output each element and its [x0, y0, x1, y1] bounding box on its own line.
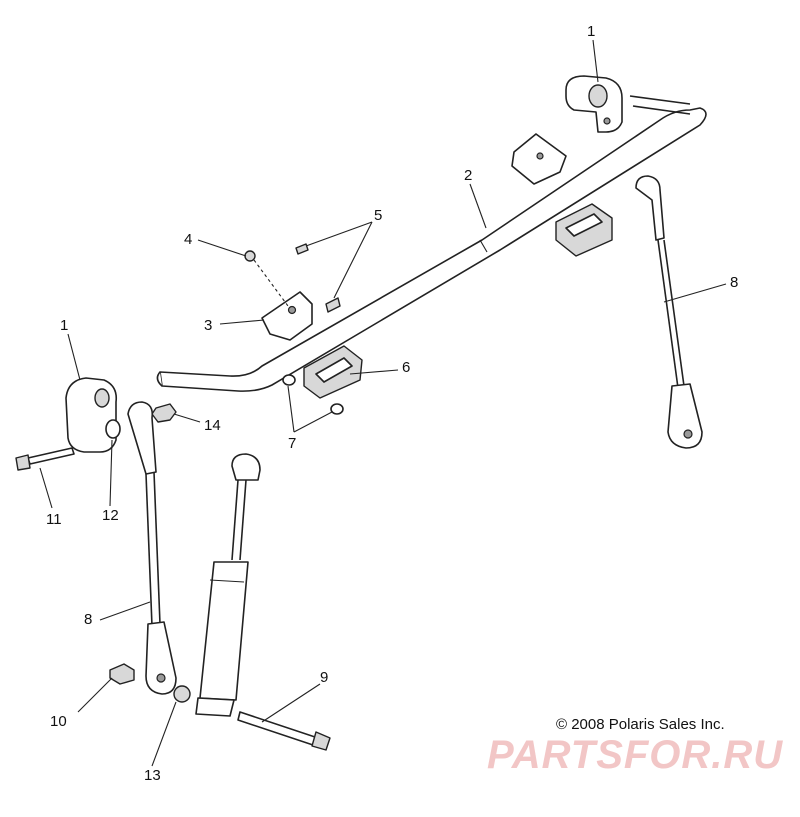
nut-part-10 — [109, 663, 135, 685]
washer-part-12 — [105, 419, 121, 439]
callout-10: 10 — [50, 713, 67, 730]
callout-1-left: 1 — [60, 317, 68, 334]
callout-13: 13 — [144, 767, 161, 784]
bolt-part-9 — [237, 711, 331, 751]
callout-3: 3 — [204, 317, 212, 334]
copyright-text: © 2008 Polaris Sales Inc. — [556, 716, 725, 733]
callout-4: 4 — [184, 231, 192, 248]
bolt-part-5-lower — [325, 297, 341, 313]
spacer-part-13 — [173, 685, 191, 703]
washer-part-7-a — [282, 374, 296, 386]
callout-6: 6 — [402, 359, 410, 376]
bushing-top — [565, 75, 623, 133]
callout-9: 9 — [320, 669, 328, 686]
nut-part-14 — [151, 403, 177, 423]
link-rod-right — [635, 175, 703, 449]
callout-5: 5 — [374, 207, 382, 224]
shock-absorber — [195, 453, 261, 717]
callout-2: 2 — [464, 167, 472, 184]
washer-part-7-b — [330, 403, 344, 415]
bushing-left — [65, 377, 118, 453]
clamp-right — [555, 203, 613, 257]
callout-1-top: 1 — [587, 23, 595, 40]
leader-lines — [39, 39, 727, 767]
bracket-upper — [511, 133, 567, 185]
nut-part-4 — [244, 250, 289, 307]
callout-11: 11 — [46, 511, 62, 528]
stabilizer-bar — [156, 95, 707, 392]
callout-7: 7 — [288, 435, 296, 452]
callout-12: 12 — [102, 507, 119, 524]
clamp-part-3 — [261, 291, 313, 341]
link-rod-left — [127, 401, 177, 695]
bushing-part-6 — [303, 345, 363, 399]
callout-8-right: 8 — [730, 274, 738, 291]
bolt-part-11 — [15, 447, 75, 471]
watermark-brand: PARTSFOR.RU — [487, 733, 784, 777]
bolt-part-5-upper — [295, 243, 309, 255]
callout-8-left: 8 — [84, 611, 92, 628]
callout-14: 14 — [204, 417, 221, 434]
